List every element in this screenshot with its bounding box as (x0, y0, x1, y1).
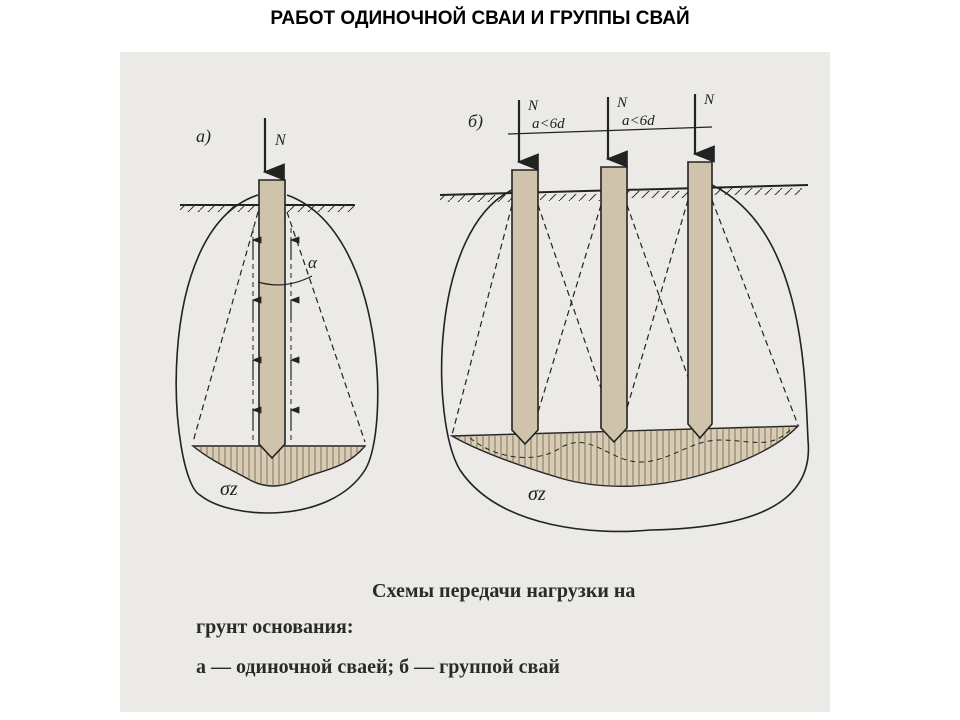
stress-bulb-b-hatch (452, 426, 798, 487)
page-title: РАБОТ ОДИНОЧНОЙ СВАИ И ГРУППЫ СВАЙ (270, 8, 690, 29)
stress-bulb-a-hatch (193, 446, 365, 486)
pile-b-2 (600, 166, 628, 444)
ground-hatch-b-1 (440, 195, 512, 202)
ground-hatch-b-2 (540, 194, 600, 201)
stress-label-b: σz (528, 483, 546, 505)
pile-a (258, 179, 286, 460)
load-label-b-2: N (616, 95, 628, 111)
spacing-label-1: a<6d (532, 116, 565, 132)
load-label-a: N (274, 132, 287, 149)
load-label-b-1: N (527, 98, 539, 114)
individual-bulbs-b (469, 429, 791, 463)
panel-a-single-pile: а) α N (175, 118, 379, 514)
ground-hatch-a-left (180, 205, 260, 212)
angle-label: α (308, 253, 318, 272)
ground-hatch-b-4 (712, 188, 802, 195)
panel-b-label: б) (468, 111, 483, 132)
pile-b-3 (687, 161, 713, 440)
load-label-b-3: N (703, 92, 715, 108)
caption-line-3: а — одиночной сваей; б — группой свай (196, 656, 560, 678)
pile-b-1 (511, 169, 539, 446)
friction-arrows-a (251, 228, 300, 440)
spacing-label-2: a<6d (622, 113, 655, 129)
angle-arc-a (257, 275, 313, 286)
spacing-dimension-line (507, 126, 713, 135)
ground-hatch-b-3 (625, 191, 690, 198)
stress-label-a: σz (220, 478, 238, 500)
caption-line-1: Схемы передачи нагрузки на (372, 580, 636, 602)
cone-right-a (286, 211, 366, 443)
caption-line-2: грунт основания: (196, 616, 354, 638)
stress-zone-outline-b (440, 184, 810, 533)
stress-zone-outline-a (175, 194, 379, 514)
ground-hatch-a-right (285, 205, 355, 212)
panel-a-label: а) (196, 126, 211, 147)
panel-b-pile-group: б) N N N a (439, 92, 810, 533)
